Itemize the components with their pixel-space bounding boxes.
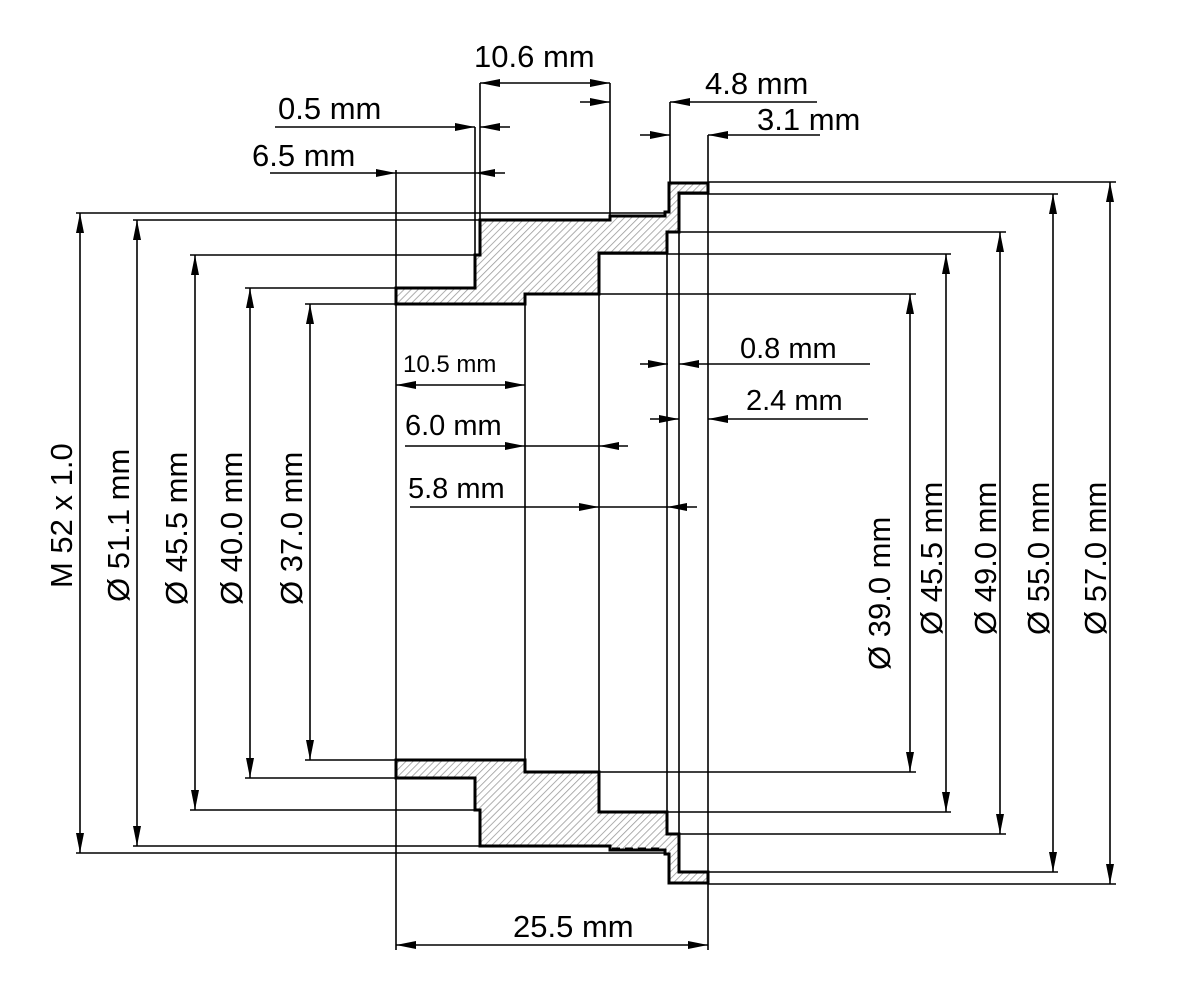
dim-3-1: 3.1 mm bbox=[757, 102, 860, 137]
dim-dia-45-5-left: Ø 45.5 mm bbox=[159, 452, 194, 605]
dim-dia-55-0: Ø 55.0 mm bbox=[1021, 482, 1056, 635]
dim-0-8: 0.8 mm bbox=[740, 333, 837, 365]
dim-5-8: 5.8 mm bbox=[408, 473, 505, 505]
dim-dia-40-0: Ø 40.0 mm bbox=[214, 452, 249, 605]
dim-6-0: 6.0 mm bbox=[405, 410, 502, 442]
dim-0-5: 0.5 mm bbox=[278, 91, 381, 126]
dim-dia-37-0: Ø 37.0 mm bbox=[274, 452, 309, 605]
dim-10-6: 10.6 mm bbox=[474, 39, 595, 74]
section-bottom bbox=[394, 758, 710, 885]
dim-dia-57-0: Ø 57.0 mm bbox=[1078, 482, 1113, 635]
dim-dia-45-5-right: Ø 45.5 mm bbox=[914, 482, 949, 635]
dim-dia-51-1: Ø 51.1 mm bbox=[101, 449, 136, 602]
dim-4-8: 4.8 mm bbox=[705, 66, 808, 101]
dim-6-5: 6.5 mm bbox=[252, 138, 355, 173]
dimension-lines bbox=[76, 79, 1114, 949]
dim-25-5: 25.5 mm bbox=[513, 909, 634, 944]
dim-dia-49-0: Ø 49.0 mm bbox=[968, 482, 1003, 635]
dim-m52-thread: M 52 x 1.0 bbox=[44, 443, 79, 588]
dim-10-5: 10.5 mm bbox=[403, 351, 496, 378]
section-top bbox=[394, 181, 710, 306]
dim-2-4: 2.4 mm bbox=[746, 385, 843, 417]
extension-lines bbox=[76, 83, 1116, 950]
dim-dia-39-0: Ø 39.0 mm bbox=[862, 517, 897, 670]
